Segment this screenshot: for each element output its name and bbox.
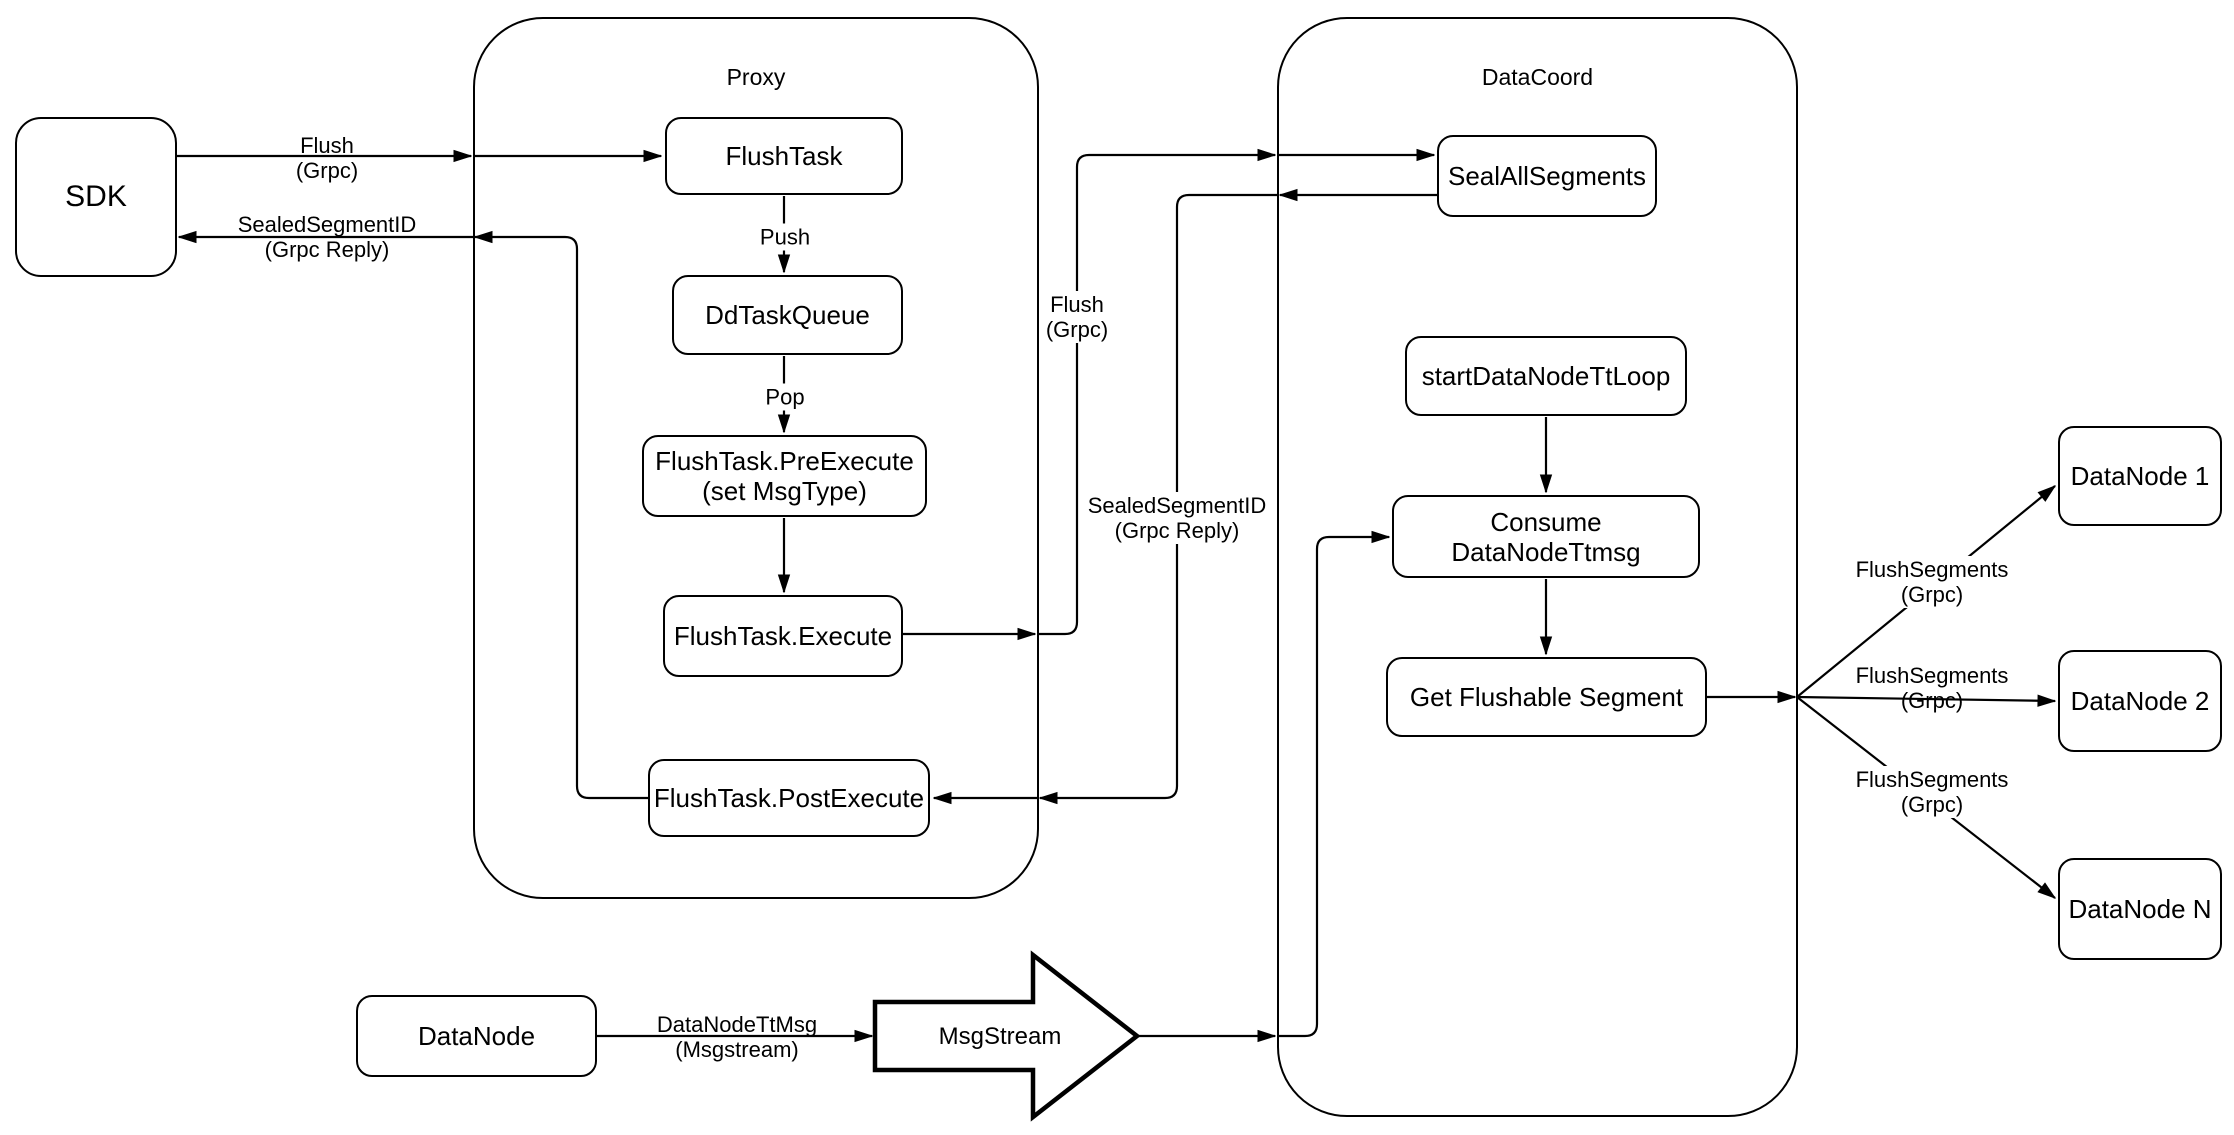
edge-label-push-text: Push	[759, 224, 811, 250]
node-consumedatanodettmsg: Consume DataNodeTtmsg	[1392, 495, 1700, 578]
edge-label-flush-grpc-mid-line2: (Grpc)	[1045, 317, 1109, 342]
edge-label-flushsegments-2-line2: (Grpc)	[1900, 688, 1964, 713]
node-sdk: SDK	[15, 117, 177, 277]
node-datanode-bottom: DataNode	[356, 995, 597, 1077]
node-ddtaskqueue-label: DdTaskQueue	[705, 300, 870, 330]
edge-label-flush-grpc-mid: Flush (Grpc)	[1039, 291, 1115, 343]
node-ddtaskqueue: DdTaskQueue	[672, 275, 903, 355]
node-execute-label: FlushTask.Execute	[673, 621, 893, 651]
edge-label-sealedsegmentid-sdk-line2: (Grpc Reply)	[264, 237, 390, 262]
edge-label-sealedsegmentid-sdk: SealedSegmentID (Grpc Reply)	[238, 212, 417, 262]
edge-label-flush-grpc-sdk-line1: Flush	[300, 133, 354, 158]
edge-label-push: Push	[753, 223, 817, 251]
edge-label-datanodettmsg-line1: DataNodeTtMsg	[656, 1012, 818, 1037]
node-preexecute-label-line1: FlushTask.PreExecute	[655, 446, 914, 476]
edge-label-sealedsegmentid-mid-line1: SealedSegmentID	[1087, 493, 1267, 518]
node-datanode1-label: DataNode 1	[2070, 461, 2210, 491]
node-startdatanodettloop: startDataNodeTtLoop	[1405, 336, 1687, 416]
edge-label-datanodettmsg-line2: (Msgstream)	[675, 1037, 799, 1062]
edge-label-flushsegments-3-line1: FlushSegments	[1855, 767, 2009, 792]
node-postexecute-label: FlushTask.PostExecute	[653, 783, 925, 813]
msgstream-label: MsgStream	[938, 1023, 1062, 1050]
node-startdatanodettloop-label: startDataNodeTtLoop	[1421, 361, 1671, 391]
node-consumedatanodettmsg-label: Consume DataNodeTtmsg	[1451, 506, 1641, 567]
edge-label-flush-grpc-sdk-line2: (Grpc)	[295, 158, 359, 183]
edge-label-sealedsegmentid-mid-line2: (Grpc Reply)	[1114, 518, 1240, 543]
proxy-container-title: Proxy	[726, 64, 786, 90]
datacoord-container-title: DataCoord	[1481, 64, 1594, 90]
edge-label-flushsegments-1-line1: FlushSegments	[1855, 557, 2009, 582]
edge-label-pop-text: Pop	[765, 384, 805, 410]
node-sdk-label: SDK	[65, 180, 127, 213]
node-postexecute: FlushTask.PostExecute	[648, 759, 930, 837]
edge-label-flushsegments-2: FlushSegments (Grpc)	[1856, 663, 2009, 713]
edge-label-datanodettmsg: DataNodeTtMsg (Msgstream)	[657, 1012, 817, 1062]
node-getflushablesegment-label: Get Flushable Segment	[1409, 682, 1684, 712]
edge-label-flush-grpc-mid-line1: Flush	[1050, 292, 1104, 317]
edge-label-flushsegments-3-line2: (Grpc)	[1900, 792, 1964, 817]
edge-label-flushsegments-1: FlushSegments (Grpc)	[1849, 556, 2015, 608]
node-flushtask-label: FlushTask	[725, 141, 843, 171]
node-datanode-bottom-label: DataNode	[417, 1021, 536, 1051]
node-preexecute: FlushTask.PreExecute (set MsgType)	[642, 435, 927, 517]
node-datanode1: DataNode 1	[2058, 426, 2222, 526]
edge-flush-mid-b	[1037, 155, 1275, 636]
node-sealallsegments: SealAllSegments	[1437, 135, 1657, 217]
edge-label-flushsegments-3: FlushSegments (Grpc)	[1849, 766, 2015, 818]
edge-label-sealedsegmentid-mid: SealedSegmentID (Grpc Reply)	[1081, 492, 1273, 544]
node-getflushablesegment: Get Flushable Segment	[1386, 657, 1707, 737]
edge-label-flushsegments-1-line2: (Grpc)	[1900, 582, 1964, 607]
node-sealallsegments-label: SealAllSegments	[1448, 161, 1646, 191]
node-datanoden: DataNode N	[2058, 858, 2222, 960]
edge-label-pop: Pop	[759, 383, 811, 411]
node-execute: FlushTask.Execute	[663, 595, 903, 677]
node-datanode2: DataNode 2	[2058, 650, 2222, 752]
edge-label-sealedsegmentid-sdk-line1: SealedSegmentID	[237, 212, 417, 237]
edge-label-flushsegments-2-line1: FlushSegments	[1855, 663, 2009, 688]
node-flushtask: FlushTask	[665, 117, 903, 195]
node-datanoden-label: DataNode N	[2068, 894, 2212, 924]
node-preexecute-label-line2: (set MsgType)	[702, 476, 867, 506]
edge-label-flush-grpc-sdk: Flush (Grpc)	[296, 133, 358, 183]
node-datanode2-label: DataNode 2	[2070, 686, 2210, 716]
